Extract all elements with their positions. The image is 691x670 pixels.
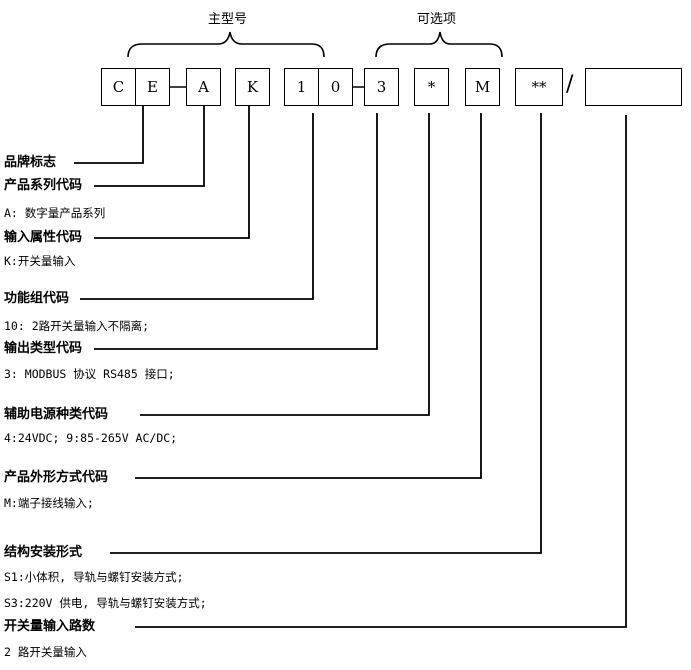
code-box-channels xyxy=(585,68,682,106)
field-title-series: 产品系列代码 xyxy=(4,178,83,193)
leader-channels xyxy=(135,115,627,628)
field-desc-channels: 2 路开关量输入 xyxy=(4,645,87,659)
code-box-e: E xyxy=(135,68,170,106)
field-title-power: 辅助电源种类代码 xyxy=(4,407,109,422)
code-box-3: 3 xyxy=(364,68,399,106)
leader-output xyxy=(94,113,378,350)
code-box-m: M xyxy=(465,68,500,106)
leader-power xyxy=(140,113,430,416)
field-title-function: 功能组代码 xyxy=(4,291,70,306)
options-label: 可选项 xyxy=(417,12,457,27)
code-box-double-star: ** xyxy=(515,68,563,106)
main-model-bracket xyxy=(127,31,325,58)
options-bracket xyxy=(375,31,503,58)
field-desc-mount-s1: S1:小体积, 导轨与螺钉安装方式; xyxy=(4,570,184,584)
code-box-star: * xyxy=(414,68,449,106)
separator-slash: / xyxy=(566,72,574,97)
leader-brand xyxy=(74,105,144,164)
field-title-brand: 品牌标志 xyxy=(4,155,57,170)
field-desc-output: 3: MODBUS 协议 RS485 接口; xyxy=(4,367,175,381)
field-title-output: 输出类型代码 xyxy=(4,341,83,356)
leader-input xyxy=(94,105,250,239)
field-desc-shape: M:端子接线输入; xyxy=(4,496,94,510)
leader-mount xyxy=(110,113,542,554)
field-desc-mount-s3: S3:220V 供电, 导轨与螺钉安装方式; xyxy=(4,596,207,610)
field-title-input: 输入属性代码 xyxy=(4,230,83,245)
field-desc-function: 10: 2路开关量输入不隔离; xyxy=(4,319,150,333)
code-box-0: 0 xyxy=(318,68,353,106)
code-box-a: A xyxy=(186,68,221,106)
code-box-c: C xyxy=(101,68,136,106)
leader-shape xyxy=(135,113,482,479)
leader-series xyxy=(94,105,205,187)
field-desc-series: A: 数字量产品系列 xyxy=(4,206,106,220)
code-box-1: 1 xyxy=(284,68,319,106)
field-title-channels: 开关量输入路数 xyxy=(4,619,96,634)
code-box-k: K xyxy=(235,68,270,106)
field-desc-power: 4:24VDC; 9:85-265V AC/DC; xyxy=(4,431,178,445)
leader-function xyxy=(80,113,314,300)
field-desc-input: K:开关量输入 xyxy=(4,254,76,268)
field-title-mount: 结构安装形式 xyxy=(4,545,83,560)
main-model-label: 主型号 xyxy=(208,12,248,27)
field-title-shape: 产品外形方式代码 xyxy=(4,470,109,485)
